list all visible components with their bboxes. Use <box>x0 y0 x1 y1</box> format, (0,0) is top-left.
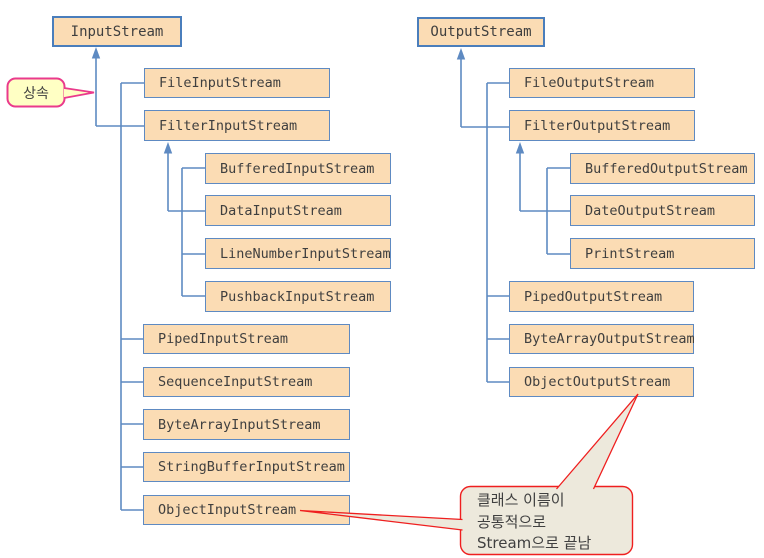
class-box-piped-output-stream: PipedOutputStream <box>509 281 694 312</box>
class-box-line-number-input-stream: LineNumberInputStream <box>205 238 391 269</box>
class-box-string-buffer-input-stream: StringBufferInputStream <box>143 452 350 482</box>
inheritance-callout-label: 상속 <box>23 85 49 102</box>
class-box-object-input-stream: ObjectInputStream <box>143 495 350 525</box>
class-box-input-stream: InputStream <box>52 16 182 47</box>
class-box-object-output-stream: ObjectOutputStream <box>509 367 694 397</box>
class-box-sequence-input-stream: SequenceInputStream <box>143 367 350 397</box>
naming-callout-text: 클래스 이름이 공통적으로 Stream으로 끝남 <box>477 490 647 555</box>
class-box-date-output-stream: DateOutputStream <box>570 195 755 226</box>
class-box-buffered-output-stream: BufferedOutputStream <box>570 153 755 184</box>
class-box-print-stream: PrintStream <box>570 238 755 269</box>
class-box-pushback-input-stream: PushbackInputStream <box>205 281 391 312</box>
class-box-filter-output-stream: FilterOutputStream <box>509 110 695 141</box>
class-box-buffered-input-stream: BufferedInputStream <box>205 153 391 184</box>
class-box-output-stream: OutputStream <box>417 17 545 47</box>
class-box-byte-array-input-stream: ByteArrayInputStream <box>143 409 350 440</box>
class-box-byte-array-output-stream: ByteArrayOutputStream <box>509 324 695 354</box>
class-box-file-output-stream: FileOutputStream <box>509 68 695 98</box>
class-box-data-input-stream: DataInputStream <box>205 195 391 226</box>
class-box-piped-input-stream: PipedInputStream <box>143 324 350 354</box>
class-box-filter-input-stream: FilterInputStream <box>144 110 330 141</box>
class-box-file-input-stream: FileInputStream <box>144 68 330 98</box>
naming-callout-line: 공통적으로 <box>477 512 547 531</box>
naming-callout-line: 클래스 이름이 <box>477 491 565 509</box>
naming-callout-line: Stream으로 끝남 <box>477 534 592 552</box>
